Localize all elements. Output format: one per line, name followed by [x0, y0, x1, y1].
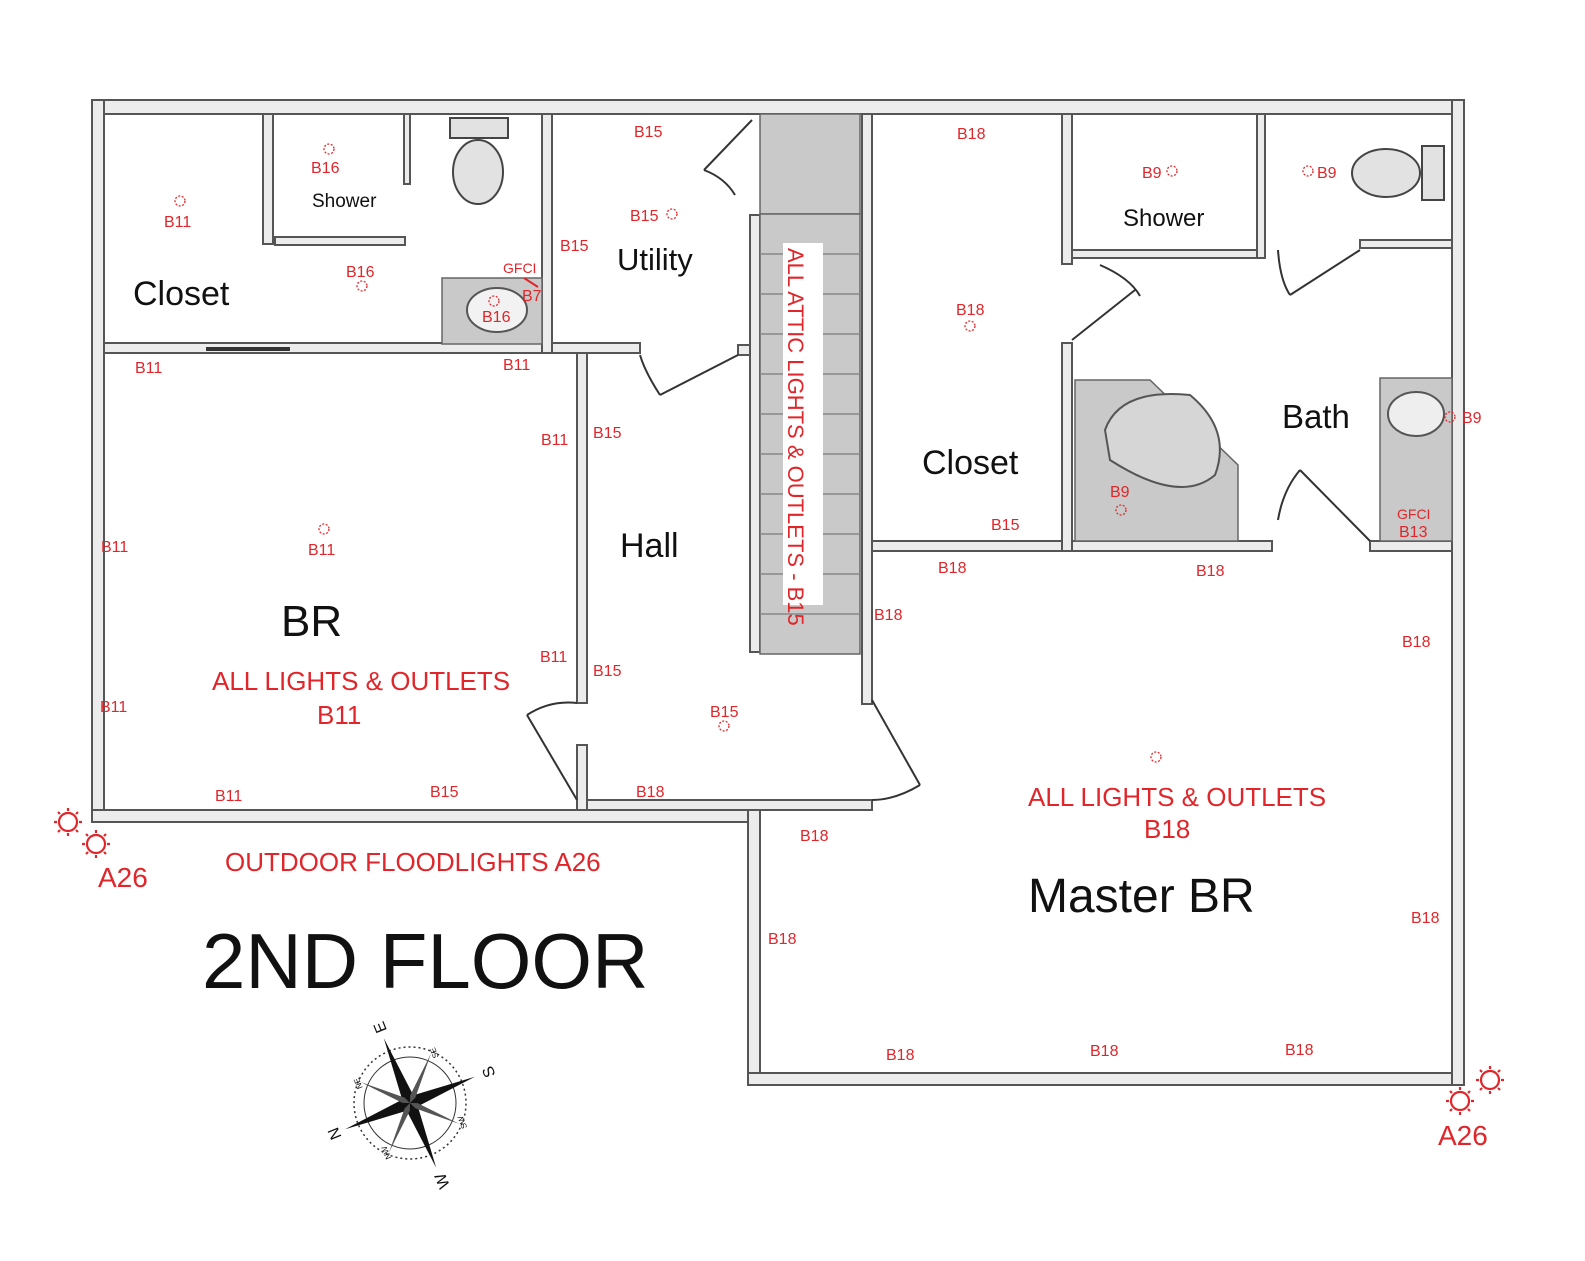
circuit-tag: B15 — [593, 425, 622, 442]
circuit-tag: B18 — [636, 784, 665, 801]
circuit-tags: B11 B16 B16 B16 B7 B15 B15 B15 B18 B9 B9… — [100, 124, 1482, 1064]
light-icon — [1115, 504, 1127, 516]
circuit-tag: B15 — [710, 704, 739, 721]
circuit-tag: B18 — [800, 828, 829, 845]
light-icon — [356, 280, 368, 292]
floor-title: 2ND FLOOR — [202, 917, 648, 1005]
room-label-hall: Hall — [620, 527, 679, 565]
floodlight-label-left: A26 — [98, 862, 148, 893]
compass-southeast: SE — [428, 1046, 440, 1059]
circuit-tag: B15 — [593, 663, 622, 680]
gfci-label-right: GFCI — [1397, 506, 1430, 522]
room-label-master-br: Master BR — [1028, 870, 1255, 923]
light-icon — [1302, 165, 1314, 177]
circuit-notes: ALL ATTIC LIGHTS & OUTLETS - B15 ALL LIG… — [98, 248, 1488, 1151]
circuit-tag: B18 — [957, 126, 986, 143]
walls — [91, 99, 1465, 1086]
floodlight-icon — [54, 808, 82, 836]
circuit-tag: B15 — [991, 517, 1020, 534]
room-label-shower-left: Shower — [312, 191, 377, 212]
light-icon — [318, 523, 330, 535]
br-note-line1: ALL LIGHTS & OUTLETS — [212, 666, 510, 696]
floodlight-label-right: A26 — [1438, 1120, 1488, 1151]
gfci-label-left: GFCI — [503, 260, 536, 276]
light-icon — [488, 295, 500, 307]
master-note-line2: B18 — [1144, 814, 1190, 844]
circuit-tag: B18 — [938, 560, 967, 577]
circuit-tag: B18 — [1090, 1043, 1119, 1060]
floodlight-icon — [1476, 1066, 1504, 1094]
circuit-tag: B18 — [768, 931, 797, 948]
light-icon — [1444, 411, 1456, 423]
compass-rose: N S E W NW NE SW SE — [325, 1019, 500, 1191]
circuit-tag: B11 — [308, 542, 335, 559]
light-icon — [964, 320, 976, 332]
light-icon — [1150, 751, 1162, 763]
room-label-closet-right: Closet — [922, 444, 1019, 482]
compass-north: N — [325, 1125, 345, 1142]
room-label-br: BR — [281, 597, 342, 646]
light-icon — [174, 195, 186, 207]
room-label-closet-left: Closet — [133, 275, 230, 313]
circuit-tag: B13 — [1399, 524, 1428, 541]
circuit-tag: B15 — [430, 784, 459, 801]
br-note-line2: B11 — [317, 700, 361, 730]
circuit-tag: B11 — [541, 432, 568, 449]
circuit-tag: B15 — [560, 238, 589, 255]
master-note-line1: ALL LIGHTS & OUTLETS — [1028, 782, 1326, 812]
circuit-tag: B11 — [503, 357, 530, 374]
compass-southwest: SW — [456, 1114, 469, 1130]
light-markers — [174, 143, 1456, 763]
circuit-tag: B16 — [311, 160, 340, 177]
compass-east: E — [371, 1019, 391, 1035]
circuit-tag: B9 — [1317, 165, 1337, 182]
circuit-tag: B18 — [1196, 563, 1225, 580]
circuit-tag: B18 — [1285, 1042, 1314, 1059]
doors — [526, 119, 1371, 801]
attic-note: ALL ATTIC LIGHTS & OUTLETS - B15 — [783, 248, 808, 626]
stairs — [759, 113, 861, 655]
compass-northeast: NE — [352, 1077, 365, 1091]
circuit-tag: B11 — [540, 649, 567, 666]
floodlights — [54, 808, 1504, 1115]
circuit-tag: B9 — [1462, 410, 1482, 427]
room-label-bath: Bath — [1282, 398, 1350, 435]
room-label-utility: Utility — [617, 242, 693, 277]
circuit-tag: B15 — [634, 124, 663, 141]
compass-west: W — [432, 1170, 454, 1191]
circuit-tag: B9 — [1110, 484, 1130, 501]
light-icon — [666, 208, 678, 220]
circuit-tag: B18 — [886, 1047, 915, 1064]
compass-south: S — [480, 1063, 500, 1079]
light-icon — [1166, 165, 1178, 177]
circuit-tag: B16 — [346, 264, 375, 281]
room-labels: Closet Shower Utility Hall BR Closet Sho… — [133, 191, 1350, 1005]
light-icon — [323, 143, 335, 155]
circuit-tag: B11 — [215, 788, 242, 805]
circuit-tag: B18 — [956, 302, 985, 319]
fixtures — [441, 117, 1453, 542]
circuit-tag: B16 — [482, 309, 511, 326]
room-label-shower-right: Shower — [1123, 205, 1204, 232]
floodlight-icon — [82, 830, 110, 858]
circuit-tag: B18 — [874, 607, 903, 624]
floodlight-icon — [1446, 1087, 1474, 1115]
circuit-tag: B9 — [1142, 165, 1162, 182]
circuit-tag: B11 — [100, 699, 127, 716]
light-icon — [718, 720, 730, 732]
circuit-tag: B11 — [135, 360, 162, 377]
circuit-tag: B18 — [1411, 910, 1440, 927]
circuit-tag: B11 — [101, 539, 128, 556]
circuit-tag: B18 — [1402, 634, 1431, 651]
circuit-tag: B7 — [522, 288, 542, 305]
circuit-tag: B11 — [164, 214, 191, 231]
circuit-tag: B15 — [630, 208, 659, 225]
outdoor-note: OUTDOOR FLOODLIGHTS A26 — [225, 847, 601, 877]
